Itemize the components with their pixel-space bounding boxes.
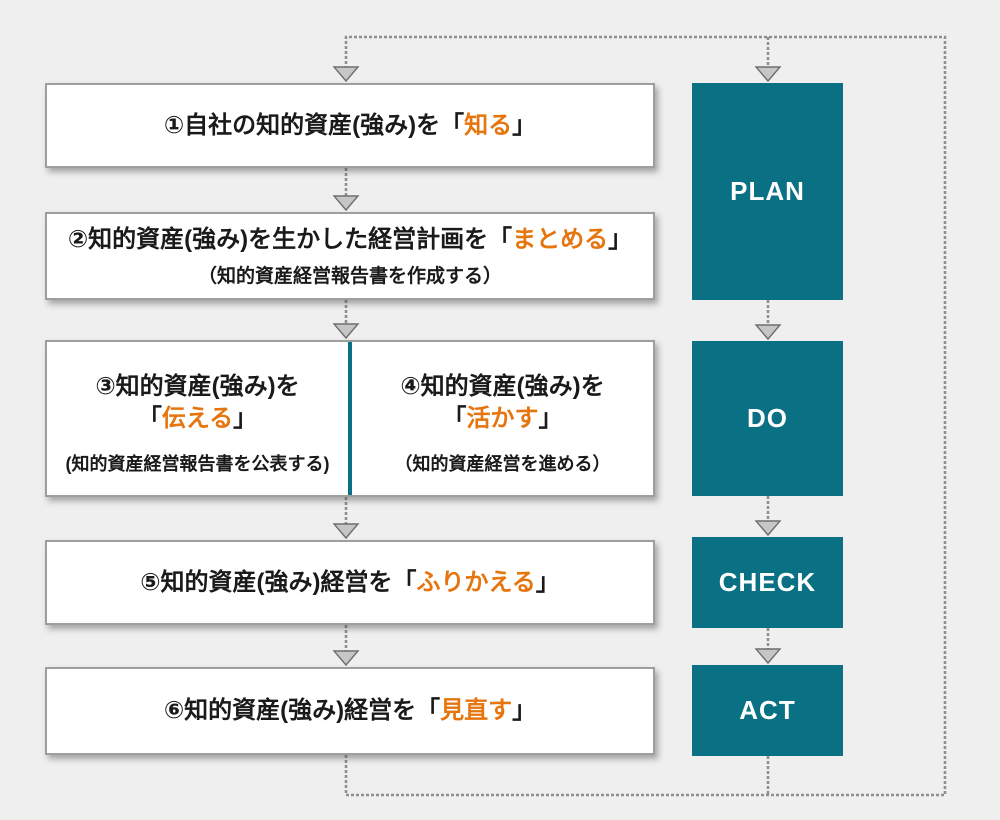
pdca-act-label: ACT (739, 695, 796, 725)
pdca-check-box: CHECK (692, 537, 843, 628)
pdca-do-label: DO (747, 403, 788, 433)
teal-divider (348, 342, 352, 495)
process-box-4-line2: 「活かす」 (443, 403, 563, 434)
process-box-2: ②知的資産(強み)を生かした経営計画を「まとめる」 （知的資産経営報告書を作成す… (45, 212, 655, 300)
arrowhead-do (754, 324, 782, 341)
box5-text-before: ⑤知的資産(強み)経営を「 (140, 568, 417, 596)
process-box-3-line1: ③知的資産(強み)を (95, 373, 300, 401)
pdca-plan-box: PLAN (692, 83, 843, 300)
box4-keyword: 活かす (466, 404, 539, 432)
arrowhead-into-box1 (332, 66, 360, 83)
process-box-4: ④知的資産(強み)を 「活かす」 （知的資産経営を進める） (352, 342, 653, 495)
box2-text-after: 」 (608, 226, 633, 254)
process-box-2-title: ②知的資産(強み)を生かした経営計画を「まとめる」 (68, 224, 632, 255)
process-box-6-title: ⑥知的資産(強み)経営を「見直す」 (164, 695, 536, 726)
arrowhead-into-plan (754, 66, 782, 83)
box1-keyword: 知る (464, 111, 513, 139)
pdca-act-box: ACT (692, 665, 843, 756)
process-box-3-subtitle: (知的資産経営報告書を公表する) (65, 453, 330, 474)
pdca-plan-label: PLAN (730, 176, 805, 206)
process-box-2-subtitle: （知的資産経営報告書を作成する） (197, 265, 502, 287)
box1-text-after: 」 (512, 111, 537, 139)
process-box-3-4: ③知的資産(強み)を 「伝える」 (知的資産経営報告書を公表する) ④知的資産(… (45, 340, 655, 497)
process-box-5-title: ⑤知的資産(強み)経営を「ふりかえる」 (140, 567, 560, 598)
box1-text-before: ①自社の知的資産(強み)を「 (163, 111, 465, 139)
box2-text-before: ②知的資産(強み)を生かした経営計画を「 (67, 226, 513, 254)
process-box-4-line1: ④知的資産(強み)を (400, 373, 605, 401)
arrowhead-box34 (332, 323, 360, 340)
process-box-4-subtitle: （知的資産経営を進める） (394, 453, 611, 474)
box5-keyword: ふりかえる (416, 568, 536, 596)
box4-bracket-open: 「 (442, 404, 467, 432)
process-box-3-line2: 「伝える」 (138, 403, 257, 434)
loop-line (344, 35, 947, 797)
box4-bracket-close: 」 (538, 404, 563, 432)
pdca-do-box: DO (692, 341, 843, 496)
box6-keyword: 見直す (440, 697, 513, 725)
arrowhead-box5 (332, 523, 360, 540)
process-box-1: ①自社の知的資産(強み)を「知る」 (45, 83, 655, 168)
arrowhead-act (754, 648, 782, 665)
arrowhead-box2 (332, 195, 360, 212)
box2-keyword: まとめる (512, 226, 609, 254)
process-box-5: ⑤知的資産(強み)経営を「ふりかえる」 (45, 540, 655, 625)
process-box-1-title: ①自社の知的資産(強み)を「知る」 (164, 110, 536, 141)
pdca-check-label: CHECK (718, 567, 817, 597)
box6-text-after: 」 (512, 697, 537, 725)
box3-bracket-close: 」 (233, 404, 258, 432)
box3-bracket-open: 「 (137, 404, 162, 432)
box3-keyword: 伝える (161, 404, 234, 432)
process-box-3: ③知的資産(強み)を 「伝える」 (知的資産経営報告書を公表する) (47, 342, 348, 495)
box6-text-before: ⑥知的資産(強み)経営を「 (163, 697, 441, 725)
box5-text-after: 」 (535, 568, 560, 596)
process-box-6: ⑥知的資産(強み)経営を「見直す」 (45, 667, 655, 755)
arrowhead-box6 (332, 650, 360, 667)
arrowhead-check (754, 520, 782, 537)
